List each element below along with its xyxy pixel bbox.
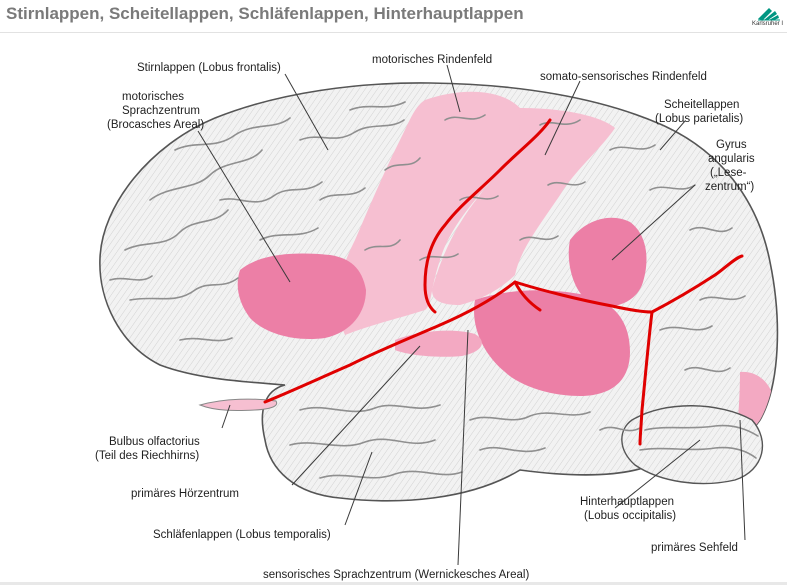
label-schlaefenlappen: Schläfenlappen (Lobus temporalis) [153,529,331,541]
label-sehfeld: primäres Sehfeld [651,542,738,554]
label-motorisches-rindenfeld: motorisches Rindenfeld [372,54,492,66]
label-gyrus-line3: („Lese- [710,167,747,179]
label-bulbus-line1: Bulbus olfactorius [109,436,200,448]
supramarginal-line [513,280,542,312]
occipital-boundary-line [638,310,654,446]
logo-text: Karlsruher I [752,21,784,27]
lobe-boundaries [263,118,744,446]
parieto-occipital-line [650,254,744,314]
label-gyrus-line2: angularis [708,153,755,165]
gyri-texture [109,101,759,479]
label-hoerzentrum: primäres Hörzentrum [131,488,239,500]
label-somato-sensorisches-rindenfeld: somato-sensorisches Rindenfeld [540,71,707,83]
label-stirnlappen: Stirnlappen (Lobus frontalis) [137,62,281,74]
lateral-sulcus-line [263,280,654,404]
leader-lines [197,64,746,566]
label-broca-line1: motorisches [122,91,184,103]
kit-logo-mark [758,8,780,21]
label-broca-line3: (Brocasches Areal) [107,119,204,131]
somatosensory-cortex-region [432,108,615,305]
label-gyrus-line1: Gyrus [716,139,747,151]
olfactory-bulb [198,398,278,411]
label-scheitellappen-line2: (Lobus parietalis) [655,113,743,125]
broca-area-region [237,253,366,340]
label-hinterhauptlappen-line2: (Lobus occipitalis) [584,510,676,522]
header-divider [0,32,787,33]
label-wernicke: sensorisches Sprachzentrum (Wernickesche… [263,569,529,581]
label-broca-line2: Sprachzentrum [122,105,200,117]
kit-logo-icon: Karlsruher I [750,2,787,32]
label-scheitellappen-line1: Scheitellappen [664,99,739,111]
gyrus-angularis-region [568,217,647,307]
motor-cortex-region [337,91,529,335]
label-bulbus-line2: (Teil des Riechhirns) [95,450,199,462]
footer-divider [0,582,787,585]
central-sulcus-line [423,118,552,314]
label-hinterhauptlappen-line1: Hinterhauptlappen [580,496,674,508]
slide-title: Stirnlappen, Scheitellappen, Schläfenlap… [6,4,524,23]
label-gyrus-line4: zentrum“) [705,181,754,193]
labels: Stirnlappen (Lobus frontalis) motorische… [95,54,755,581]
wernicke-area-region [474,290,630,396]
